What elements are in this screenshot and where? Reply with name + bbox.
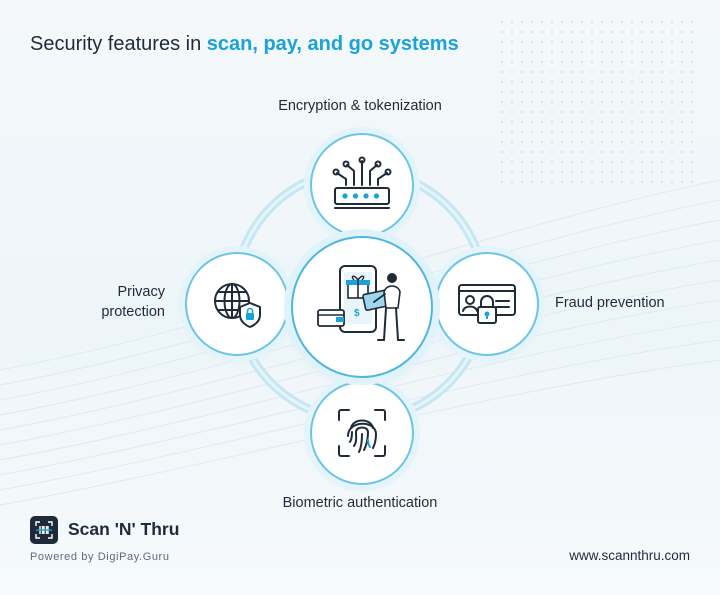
- brand-tagline: Powered by DigiPay.Guru: [30, 551, 170, 563]
- title-highlight: scan, pay, and go systems: [206, 33, 459, 55]
- decorative-dot-grid: [500, 20, 700, 190]
- encryption-chip-icon: [332, 156, 392, 209]
- fraud-id-card-lock-icon: [458, 284, 516, 324]
- barcode-scanner-logo-icon: [30, 516, 58, 544]
- encryption-node: [310, 133, 414, 237]
- biometric-node: [310, 381, 414, 485]
- brand-name: Scan 'N' Thru: [68, 519, 180, 539]
- website-url[interactable]: www.scannthru.com: [569, 548, 690, 563]
- svg-text:$: $: [354, 308, 360, 319]
- fraud-prevention-label: Fraud prevention: [555, 295, 665, 311]
- mobile-payment-illustration: $: [317, 265, 405, 341]
- privacy-label: Privacy protection: [101, 284, 165, 320]
- encryption-label: Encryption & tokenization: [278, 98, 442, 114]
- fingerprint-scan-icon: [338, 409, 386, 457]
- globe-lock-icon: [214, 283, 261, 328]
- biometric-label: Biometric authentication: [282, 495, 438, 511]
- page-title: Security features in scan, pay, and go s…: [30, 33, 459, 56]
- title-prefix: Security features in: [30, 33, 207, 55]
- center-illustration-node: $: [291, 236, 433, 378]
- privacy-node: [185, 252, 289, 356]
- fraud-prevention-node: [435, 252, 539, 356]
